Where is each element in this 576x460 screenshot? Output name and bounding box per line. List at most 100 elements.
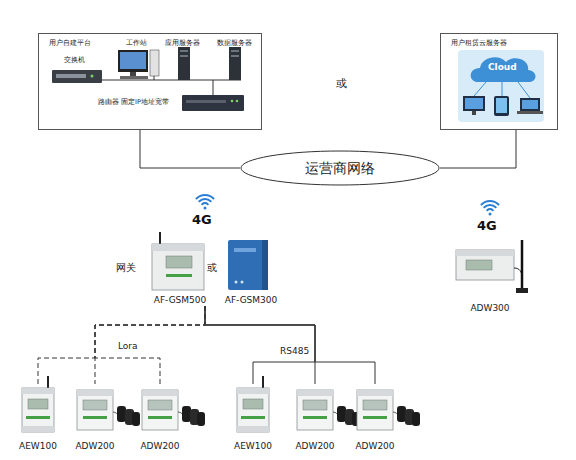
wifi-icon: [202, 203, 208, 204]
gateway-device: AF-GSM500: [148, 234, 212, 306]
wifi-icon: [487, 209, 493, 210]
wifi-icon: [484, 205, 495, 207]
cloud-illustration: [520, 98, 540, 111]
device-caption: ADW200: [288, 441, 342, 452]
part-name: 应用服务器: [165, 40, 200, 48]
cloud-illustration: [465, 98, 483, 109]
meter-adw300: [516, 288, 528, 293]
cloud-illustration: [458, 50, 544, 122]
workstation: [118, 50, 148, 72]
meter-device: ADW300: [448, 234, 532, 314]
box-heading: 用户自建平台: [49, 38, 91, 48]
lan-bus: [102, 76, 241, 95]
router-device: [182, 95, 244, 111]
meter-group: [142, 390, 205, 430]
part-name: 数据服务器: [217, 40, 252, 48]
meter-group: [357, 390, 420, 430]
gateway-gsm300: [228, 240, 268, 290]
application-server: [180, 55, 188, 57]
data-server: [231, 50, 239, 52]
part-name: 路由器 固定IP地址宽带: [98, 99, 169, 106]
device-caption: AF-GSM300: [220, 295, 282, 306]
meter-device: ADW200: [347, 384, 403, 452]
data-server: [231, 55, 239, 57]
meter-adw300: [456, 250, 514, 256]
part-name: 网关: [116, 262, 136, 273]
router-device: [186, 100, 226, 103]
application-server: [178, 47, 190, 80]
lan-bus: [213, 80, 214, 95]
bus-name: Lora: [118, 342, 138, 352]
network-label: 运营商网络: [240, 159, 440, 177]
gateway-gsm300: [228, 240, 268, 290]
switch-device: [52, 70, 102, 83]
box-heading: 用户租赁云服务器: [451, 38, 507, 48]
meter-group: [22, 376, 54, 432]
cloud-illustration: [471, 57, 536, 82]
part-name: 交换机: [64, 57, 85, 65]
wired-link: [205, 306, 315, 384]
gateway-gsm500: [166, 274, 192, 277]
data-server: [229, 47, 241, 80]
lora-link: [95, 306, 205, 384]
cloud-illustration: [458, 50, 544, 122]
meter-adw300: [521, 240, 524, 292]
cloud-illustration: [496, 98, 507, 113]
gateway-device: AF-GSM300: [220, 234, 282, 306]
gateway-gsm300: [235, 281, 238, 284]
lan-bus: [102, 80, 241, 81]
or-note: 或: [336, 78, 347, 90]
platform-box: 用户自建平台: [38, 33, 262, 130]
cloud-illustration: [474, 82, 530, 98]
bus-name: RS485: [280, 347, 309, 357]
wifi-icon: [204, 207, 207, 210]
signal-name: 4G: [192, 213, 212, 227]
meter-device: AEW100: [231, 384, 275, 452]
device-caption: ADW200: [132, 441, 188, 452]
gateway-gsm300: [262, 240, 268, 290]
gateway-gsm500: [152, 244, 204, 251]
ellipse-outline: [241, 151, 439, 185]
meter-group: [297, 390, 360, 430]
device-caption: AEW100: [231, 441, 275, 452]
meter-adw300: [466, 260, 492, 270]
meter-device: ADW200: [68, 384, 122, 452]
lan-bus: [154, 76, 155, 80]
cloud-illustration: [463, 96, 485, 111]
router-device: [236, 100, 239, 103]
network-ellipse: 运营商网络: [240, 150, 440, 186]
wired-link: [205, 306, 375, 384]
meter-group: [22, 376, 420, 432]
router-device: [231, 100, 234, 103]
switch-device: [52, 70, 102, 83]
workstation: [120, 52, 146, 69]
cloud-illustration: [472, 111, 476, 115]
cloud-illustration: [517, 111, 543, 114]
gateway-gsm500: [152, 244, 204, 290]
workstation: [118, 50, 159, 79]
cloud-illustration: [494, 96, 509, 116]
cloud-word: Cloud: [488, 63, 517, 73]
meter-adw300: [456, 240, 528, 293]
meter-group: [77, 390, 140, 430]
cloud-illustration: [474, 82, 486, 96]
device-caption: ADW200: [68, 441, 122, 452]
workstation: [150, 50, 159, 76]
gateway-gsm300: [234, 248, 256, 252]
gateway-gsm500: [152, 232, 204, 290]
wifi-icon: [482, 201, 499, 216]
or-note: 或: [207, 262, 217, 273]
data-server: [229, 47, 241, 80]
lora-link: [38, 306, 205, 384]
wifi-icon: [489, 213, 492, 216]
cloud-illustration: [502, 82, 503, 96]
part-name: 工作站: [126, 40, 147, 48]
meter-adw300: [456, 250, 514, 280]
device-caption: AF-GSM500: [148, 295, 212, 306]
cloud-illustration: [518, 82, 530, 98]
switch-device: [56, 74, 86, 78]
workstation: [130, 72, 136, 76]
workstation: [120, 76, 148, 79]
